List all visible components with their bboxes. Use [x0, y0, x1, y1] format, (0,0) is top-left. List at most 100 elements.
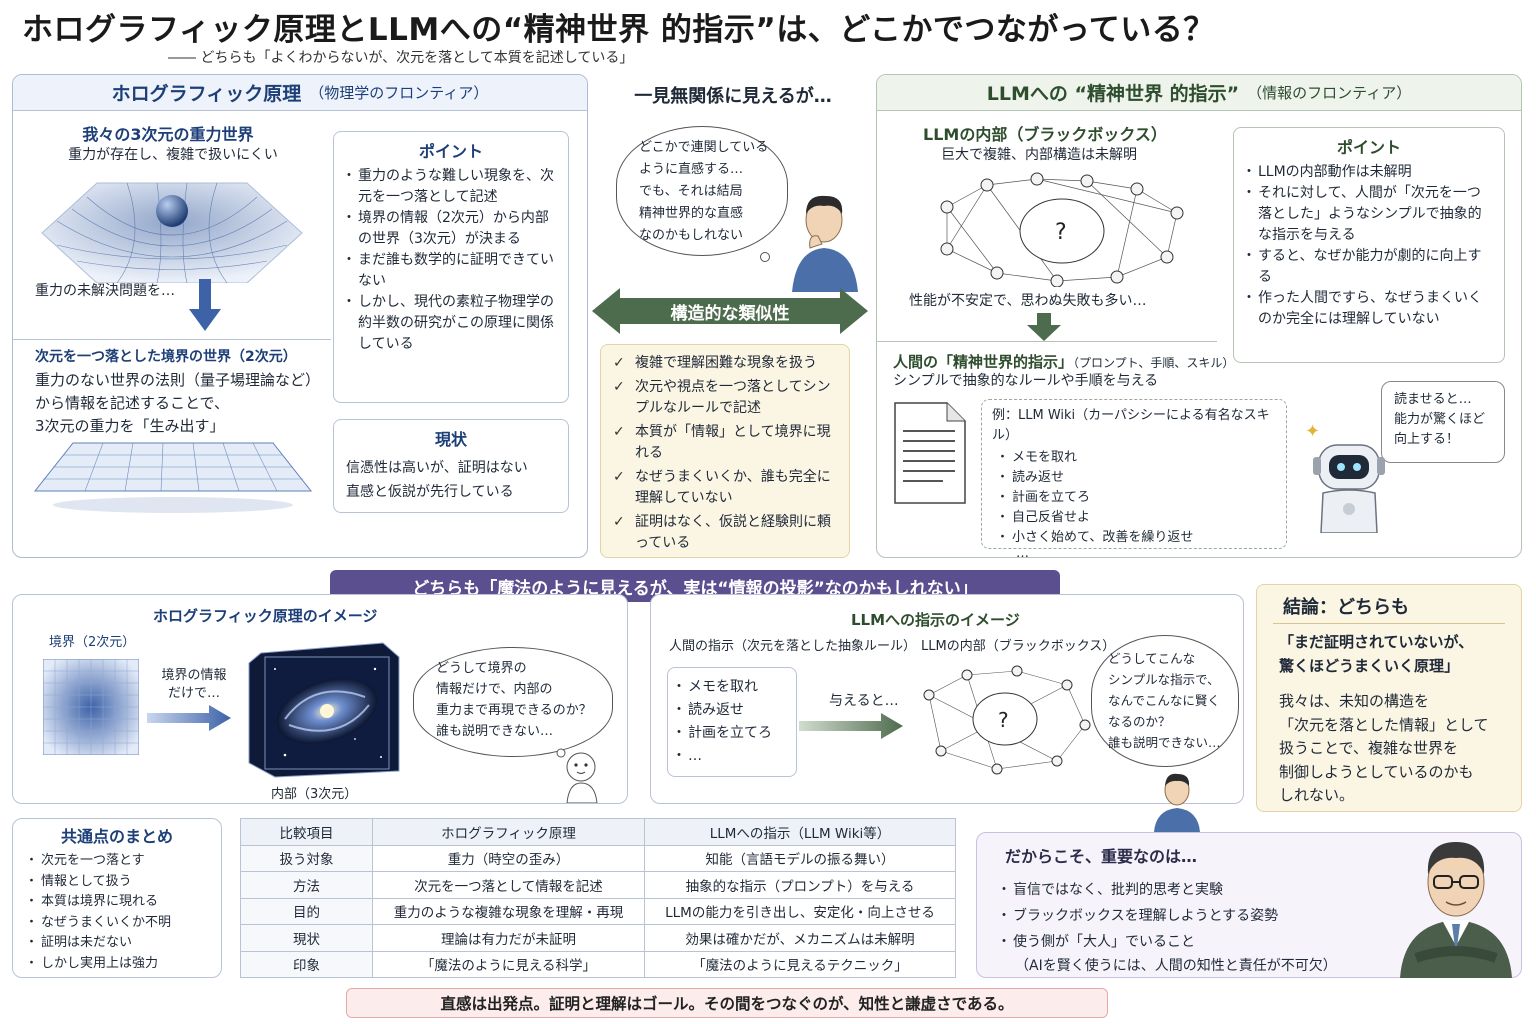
- checks-list: 複雑で理解困難な現象を扱う 次元や視点を一つ落としてシンプルなルールで記述 本質…: [601, 345, 849, 554]
- points-title: ポイント: [1336, 138, 1401, 157]
- table-cell: 目的: [240, 897, 373, 925]
- check-item: 本質が「情報」として境界に現れる: [613, 422, 839, 464]
- holographic-panel: ホログラフィック原理 （物理学のフロンティア） 我々の3次元の重力世界 重力が存…: [12, 74, 588, 558]
- robot-speech-line: 向上する！: [1394, 432, 1460, 447]
- llm-inside-title: LLMの内部（ブラックボックス）: [923, 125, 1167, 144]
- similarity-checklist: 複雑で理解困難な現象を扱う 次元や視点を一つ落としてシンプルなルールで記述 本質…: [600, 344, 850, 558]
- thought-dot: [760, 252, 770, 262]
- holographic-status-box: 現状 信憑性は高いが、証明はない 直感と仮説が先行している: [333, 419, 569, 513]
- table-cell: 「魔法のように見えるテクニック」: [644, 950, 956, 978]
- important-item: 使う側が「大人」でいること: [997, 929, 1521, 955]
- thought-line: 情報だけで、内部の: [436, 682, 553, 697]
- similarity-label: 構造的な類似性: [670, 304, 790, 324]
- robot-speech-bubble: 読ませると… 能力が驚くほど 向上する！: [1381, 381, 1505, 463]
- boundary-desc-line: 重力のない世界の法則（量子場理論など）: [35, 371, 321, 389]
- human-instruction-desc: シンプルで抽象的なルールや手順を与える: [893, 373, 1159, 389]
- example-item: メモを取れ: [996, 448, 1286, 468]
- thought-line: でも、それは結局: [639, 184, 743, 199]
- example-item: 自己反省せよ: [996, 508, 1286, 528]
- summary-list: 次元を一つ落とす 情報として扱う 本質は境界に現れる なぜうまくいくか不明 証明…: [13, 847, 221, 974]
- boundary-info-label: 境界の情報 だけで…: [151, 667, 237, 703]
- important-list: 盲信ではなく、批判的思考と実験 ブラックボックスを理解しようとする姿勢 使う側が…: [977, 867, 1521, 955]
- status-title: 現状: [434, 430, 467, 449]
- points-title: ポイント: [418, 142, 483, 161]
- table-cell: 現状: [240, 924, 373, 952]
- table-row: 現状理論は有力だが未証明効果は確かだが、メカニズムは未解明: [240, 924, 956, 952]
- summary-item: 情報として扱う: [25, 872, 221, 893]
- llm-image-title: LLMへの指示のイメージ: [851, 611, 1020, 629]
- holographic-header-text: ホログラフィック原理: [111, 83, 302, 105]
- important-title: だからこそ、重要なのは…: [1005, 847, 1198, 866]
- table-cell: 重力のような複雑な現象を理解・再現: [372, 897, 645, 925]
- boundary-world-title: 次元を一つ落とした境界の世界（2次元）: [35, 349, 297, 365]
- table-cell: LLMの能力を引き出し、安定化・向上させる: [644, 897, 956, 925]
- example-item: 読み返せ: [996, 468, 1286, 488]
- down-arrow-icon: [189, 279, 221, 331]
- holo-thought-bubble: どうして境界の 情報だけで、内部の 重力まで再現できるのか？ 誰も説明できない…: [413, 647, 613, 757]
- conclusion-box: 結論：どちらも 「まだ証明されていないが、 驚くほどうまくいく原理」 我々は、未…: [1256, 584, 1522, 812]
- galaxy-cube-illustration: [248, 642, 400, 778]
- summary-title: 共通点のまとめ: [60, 827, 173, 846]
- llm-wiki-example-box: 例：LLM Wiki（カーパシシーによる有名なスキル） メモを取れ 読み返せ 計…: [981, 399, 1287, 560]
- point-item: それに対して、人間が「次元を一つ落とした」ようなシンプルで抽象的な指示を与える: [1242, 183, 1494, 246]
- table-cell: 知能（言語モデルの振る舞い）: [644, 844, 956, 872]
- thought-line: 精神世界的な直感: [639, 206, 744, 221]
- instruction-item: メモを取れ: [672, 676, 796, 699]
- boundary-desc-line: 3次元の重力を「生み出す」: [35, 417, 225, 435]
- instruction-item: 計画を立てろ: [672, 722, 796, 745]
- unstable-text: 性能が不安定で、思わぬ失敗も多い…: [909, 293, 1147, 309]
- llm-panel: LLMへの “精神世界 的指示” （情報のフロンティア） LLMの内部（ブラック…: [876, 74, 1522, 560]
- thinking-man-icon: [792, 195, 858, 292]
- important-item: ブラックボックスを理解しようとする姿勢: [997, 903, 1521, 929]
- llm-image-panel: LLMへの指示のイメージ 人間の指示（次元を落とした抽象ルール） LLMの内部（…: [650, 594, 1244, 804]
- llm-header: LLMへの “精神世界 的指示” （情報のフロンティア）: [877, 75, 1521, 111]
- table-header-row: 比較項目 ホログラフィック原理 LLMへの指示（LLM Wiki等）: [240, 818, 956, 846]
- thought-line: 誰も説明できない…: [1108, 735, 1221, 750]
- planet-sphere: [156, 195, 188, 227]
- thought-line: どこかで連関している: [639, 140, 769, 155]
- table-cell: 重力（時空の歪み）: [372, 844, 645, 872]
- example-item: 計画を立てろ: [996, 488, 1286, 508]
- human-title-text: 人間の「精神世界的指示」: [893, 353, 1074, 371]
- check-item: 次元や視点を一つ落としてシンプルなルールで記述: [613, 377, 839, 419]
- holo-thought-text: どうして境界の 情報だけで、内部の 重力まで再現できるのか？ 誰も説明できない…: [414, 648, 612, 742]
- boundary-world-desc: 重力のない世界の法則（量子場理論など） から情報を記述することで、 3次元の重力…: [35, 369, 335, 438]
- holographic-points-box: ポイント 重力のような難しい現象を、次元を一つ落として記述 境界の情報（2次元）…: [333, 131, 569, 403]
- table-cell: 理論は有力だが未証明: [372, 924, 645, 952]
- svg-text:?: ?: [998, 708, 1009, 732]
- table-header: LLMへの指示（LLM Wiki等）: [644, 818, 956, 846]
- point-item: LLMの内部動作は未解明: [1242, 162, 1494, 183]
- small-thinking-man-icon: [1154, 773, 1200, 832]
- thought-line: どうしてこんな: [1108, 651, 1196, 666]
- robot-speech-line: 能力が驚くほど: [1394, 412, 1486, 427]
- points-list: LLMの内部動作は未解明 それに対して、人間が「次元を一つ落とした」ようなシンプ…: [1234, 158, 1504, 330]
- summary-item: 証明は未だない: [25, 933, 221, 954]
- thought-line: どうして境界の: [436, 661, 527, 676]
- table-cell: 方法: [240, 871, 373, 899]
- body-line: 我々は、未知の構造を: [1279, 692, 1430, 710]
- boundary-2d-grid: [43, 659, 139, 755]
- page-subtitle: ―― どちらも「よくわからないが、次元を落として本質を記述している」: [168, 50, 634, 66]
- llm-header-sub: （情報のフロンティア）: [1247, 84, 1412, 102]
- llm-network-mini: ?: [923, 665, 1091, 775]
- holographic-header-sub: （物理学のフロンティア）: [309, 84, 489, 102]
- thought-line: なんでこんなに賢く: [1108, 693, 1220, 708]
- right-arrow-green-icon: [799, 713, 903, 739]
- summary-item: しかし実用上は強力: [25, 954, 221, 975]
- boundary-desc-line: から情報を記述することで、: [35, 394, 229, 412]
- table-header: 比較項目: [240, 818, 373, 846]
- conclusion-body: 我々は、未知の構造を 「次元を落とした情報」として 扱うことで、複雑な世界を 制…: [1257, 678, 1521, 808]
- example-title: 例：LLM Wiki（カーパシシーによる有名なスキル）: [992, 408, 1270, 443]
- thought-line: なのかもしれない: [639, 228, 744, 243]
- thought-line: 誰も説明できない…: [436, 724, 554, 739]
- thought-bubble: どこかで連関している ように直感する… でも、それは結局 精神世界的な直感 なの…: [616, 126, 788, 256]
- body-line: 制御しようとしているのかも: [1279, 762, 1474, 781]
- arrow-label-line: だけで…: [167, 686, 220, 701]
- example-more: …: [1016, 546, 1029, 561]
- gravity-world-desc: 重力が存在し、複雑で扱いにくい: [68, 147, 278, 163]
- robot-speech-text: 読ませると… 能力が驚くほど 向上する！: [1382, 382, 1504, 450]
- table-row: 扱う対象重力（時空の歪み）知能（言語モデルの振る舞い）: [240, 844, 956, 872]
- table-cell: 「魔法のように見える科学」: [372, 950, 645, 978]
- right-arrow-icon: [147, 705, 231, 731]
